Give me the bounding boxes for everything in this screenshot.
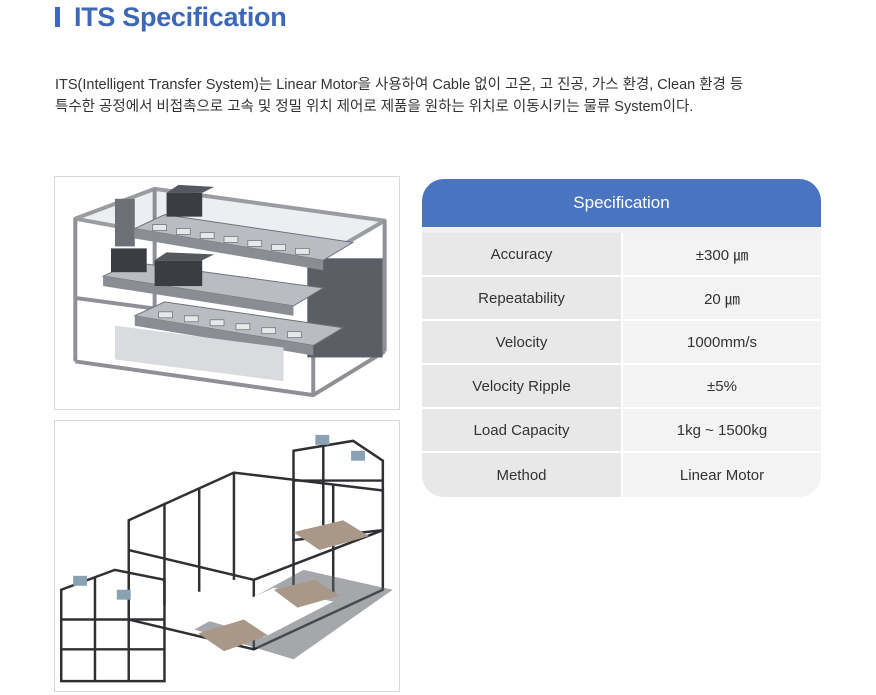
page-header: ITS Specification [55,0,287,34]
spec-value: 20 ㎛ [623,277,821,321]
specification-heading: Specification [422,179,821,227]
spec-label: Load Capacity [422,409,623,453]
spec-label: Repeatability [422,277,623,321]
spec-row-load-capacity: Load Capacity 1kg ~ 1500kg [422,409,821,453]
spec-value: ±5% [623,365,821,409]
spec-row-method: Method Linear Motor [422,453,821,497]
spec-label: Velocity [422,321,623,365]
page-title: ITS Specification [74,1,287,32]
specification-table: Specification Accuracy ±300 ㎛ Repeatabil… [422,179,821,497]
spec-row-velocity: Velocity 1000mm/s [422,321,821,365]
description-line-1: ITS(Intelligent Transfer System)는 Linear… [55,77,744,93]
spec-label: Accuracy [422,233,623,277]
its-modular-frame-image [54,420,400,692]
spec-value: ±300 ㎛ [623,233,821,277]
its-two-level-illustration [73,184,387,398]
its-modular-frame-illustration [59,434,393,683]
its-two-level-system-image [54,176,400,410]
title-accent-bar [55,7,60,27]
spec-row-repeatability: Repeatability 20 ㎛ [422,277,821,321]
spec-value: 1kg ~ 1500kg [623,409,821,453]
spec-row-velocity-ripple: Velocity Ripple ±5% [422,365,821,409]
spec-value: Linear Motor [623,453,821,497]
spec-label: Method [422,453,623,497]
description-line-2: 특수한 공정에서 비접촉으로 고속 및 정밀 위치 제어로 제품을 원하는 위치… [55,99,694,115]
spec-row-accuracy: Accuracy ±300 ㎛ [422,233,821,277]
spec-label: Velocity Ripple [422,365,623,409]
spec-value: 1000mm/s [623,321,821,365]
description: ITS(Intelligent Transfer System)는 Linear… [55,74,855,118]
